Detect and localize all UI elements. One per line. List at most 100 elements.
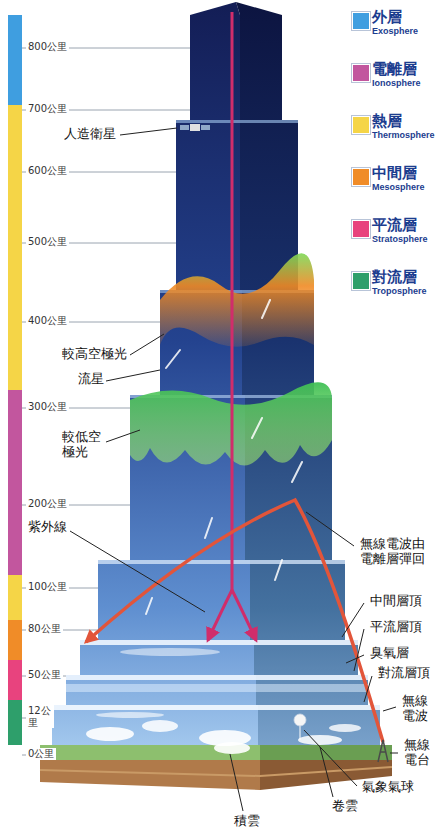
ledge [80, 640, 358, 645]
tower-apex [236, 2, 282, 15]
legend-item: 電離層 Ionosphere [352, 60, 442, 108]
scale-label: 300公里 [26, 401, 69, 413]
tower-front [52, 2, 258, 745]
legend-swatch [352, 12, 370, 30]
earth-stratum [40, 767, 392, 776]
radio-wave [86, 500, 383, 742]
leader-line [364, 676, 372, 702]
legend-text: 電離層 Ionosphere [372, 60, 440, 89]
leader-line [106, 370, 160, 381]
bar-segment [8, 390, 22, 575]
cloud [142, 720, 178, 732]
leader-line [306, 512, 354, 546]
legend-swatch [352, 116, 370, 134]
scale-label: 700公里 [26, 103, 69, 115]
radio-station [378, 740, 388, 762]
cloud [298, 735, 342, 745]
legend-swatch [352, 64, 370, 82]
tower-section [250, 560, 345, 640]
tower-section [254, 640, 358, 675]
legend-swatch [352, 220, 370, 238]
callout-label: 紫外線 [26, 520, 69, 535]
scale-label: 80公里 [26, 623, 63, 635]
land-surface [260, 745, 392, 760]
meteor [292, 462, 302, 482]
tower-section [240, 15, 282, 120]
callout-label: 氣象氣球 [360, 780, 416, 795]
leader-line [354, 629, 364, 671]
uv-line [231, 12, 234, 592]
legend-item: 熱層 Thermosphere [352, 112, 442, 160]
tower-section [52, 705, 258, 745]
scale-label: 100公里 [26, 581, 69, 593]
ledge [52, 705, 380, 710]
callout-label: 流星 [76, 372, 106, 387]
leader-line [230, 754, 243, 811]
scale-label: 12公里 [26, 705, 54, 728]
leader-line [342, 603, 364, 637]
bar-segment [8, 660, 22, 700]
scale-label: 400公里 [26, 315, 69, 327]
uv-branch [208, 590, 232, 640]
clouds [86, 648, 361, 754]
uv-branch [232, 590, 256, 640]
high-aurora [160, 253, 314, 346]
bar-segment [8, 620, 22, 660]
bar-segment [8, 575, 22, 620]
satellite-body [190, 124, 200, 131]
meteor [166, 350, 180, 368]
bar-segment [8, 105, 22, 390]
ledge [98, 560, 345, 564]
legend-swatch [352, 168, 370, 186]
meteor [252, 418, 262, 438]
meteors [146, 300, 302, 614]
legend-item: 中間層 Mesosphere [352, 164, 442, 212]
scale-label: 500公里 [26, 236, 69, 248]
bar-segment [8, 700, 22, 745]
ozone-band [66, 684, 368, 692]
callout-label: 對流層頂 [376, 666, 432, 681]
leader-lines [70, 128, 398, 811]
leader-line [383, 707, 396, 711]
legend-item: 對流層 Troposphere [352, 268, 442, 316]
leader-line [130, 334, 164, 355]
balloon [294, 714, 306, 726]
ledge [66, 675, 368, 680]
callout-label: 較低空 極光 [60, 430, 106, 460]
leader-line [390, 753, 398, 754]
callout-label: 積雲 [232, 814, 262, 829]
meteor [262, 300, 270, 318]
legend-item: 平流層 Stratosphere [352, 216, 442, 264]
callout-label: 較高空極光 [60, 347, 129, 362]
cloud [120, 648, 220, 656]
tower-section [176, 120, 240, 290]
balloon-string [300, 726, 301, 740]
solar-panel [201, 125, 210, 130]
callout-label: 無線 電台 [402, 738, 436, 768]
cloud [214, 742, 250, 754]
callout-label: 平流層頂 [368, 620, 424, 635]
bar-segment [8, 15, 22, 105]
solar-panel [180, 125, 189, 130]
meteor [205, 518, 212, 538]
legend-text: 熱層 Thermosphere [372, 112, 440, 141]
legend-swatch [352, 272, 370, 290]
meteor [275, 560, 282, 580]
scale-label: 50公里 [26, 669, 63, 681]
scale-label: 200公里 [26, 498, 69, 510]
leader-line [106, 430, 140, 442]
callout-label: 無線電波由 電離層彈回 [358, 537, 432, 567]
tower-section [258, 705, 380, 745]
leader-line [304, 730, 357, 786]
cloud [96, 712, 164, 718]
tower-section [80, 640, 254, 675]
leader-line [70, 531, 205, 612]
satellite [180, 124, 210, 131]
tower-ledges [52, 120, 380, 710]
callout-label: 中間層頂 [368, 594, 424, 609]
weather-balloon [294, 714, 306, 740]
cloud [329, 724, 361, 732]
callout-label: 無線 電波 [400, 694, 434, 724]
